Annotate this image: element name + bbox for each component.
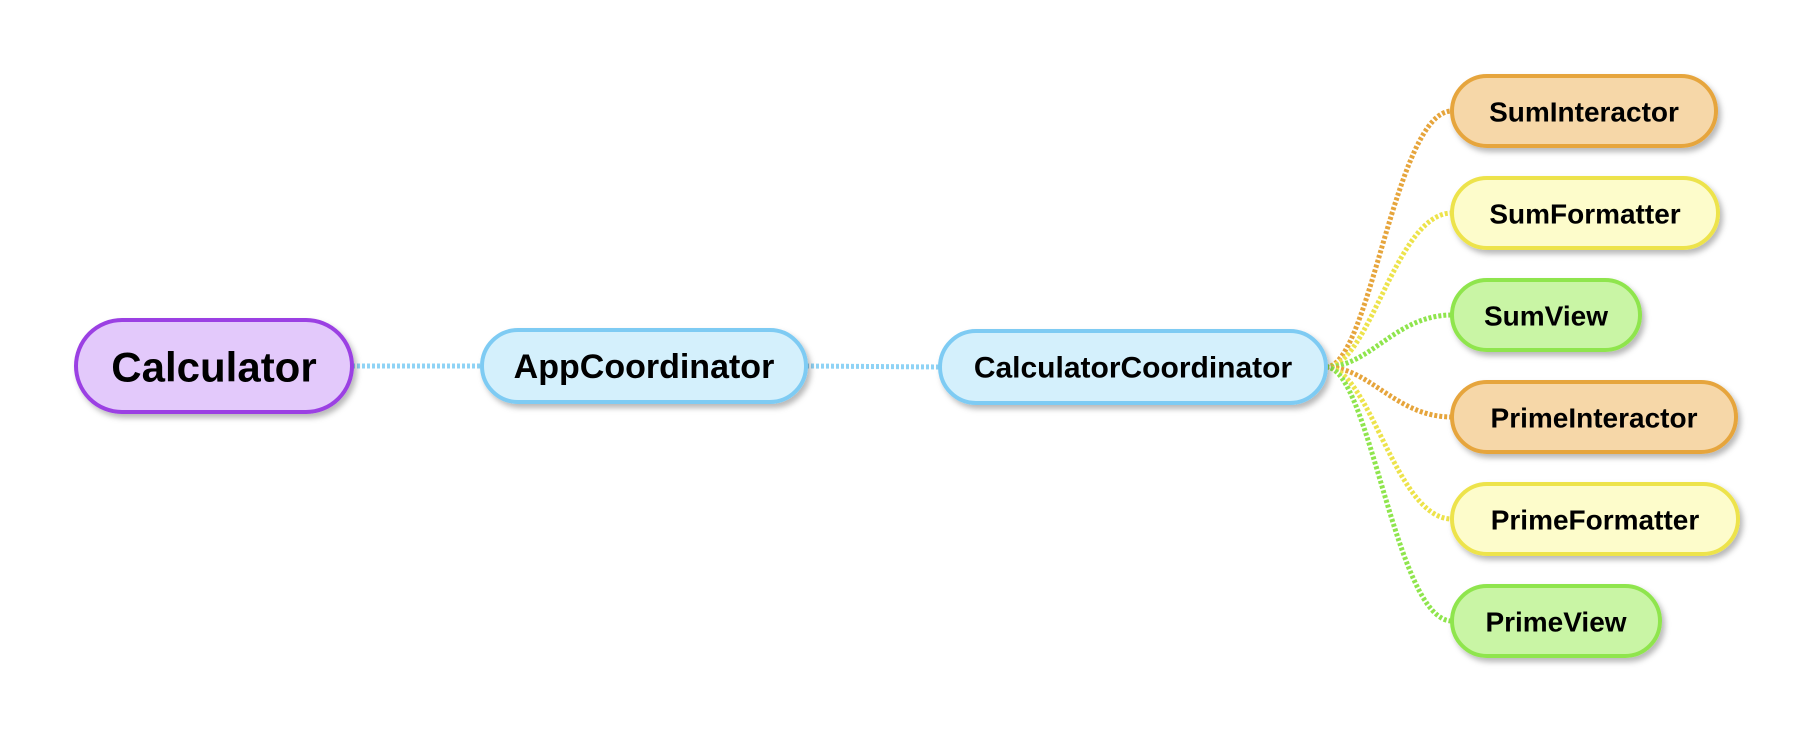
node-prime-formatter-shape xyxy=(1450,482,1740,556)
node-sum-view-label: SumView xyxy=(1484,301,1608,332)
node-calculator-coordinator[interactable]: CalculatorCoordinator xyxy=(938,329,1328,405)
edge-calculator-coordinator-to-sum-view xyxy=(1325,312,1453,370)
node-sum-view-shape xyxy=(1450,278,1642,352)
node-sum-interactor-shape xyxy=(1450,74,1718,148)
edge-calculator-coordinator-to-prime-formatter xyxy=(1325,364,1453,522)
node-sum-formatter-shape xyxy=(1450,176,1720,250)
node-app-coordinator-shape xyxy=(480,328,808,404)
edge-calculator-coordinator-to-sum-formatter xyxy=(1325,210,1453,370)
nodes: Calculator AppCoordinator CalculatorCoordi… xyxy=(74,74,1740,658)
node-sum-formatter[interactable]: SumFormatter xyxy=(1450,176,1720,250)
node-prime-view-label: PrimeView xyxy=(1485,607,1626,638)
node-prime-view[interactable]: PrimeView xyxy=(1450,584,1662,658)
node-app-coordinator[interactable]: AppCoordinator xyxy=(480,328,808,404)
node-sum-interactor[interactable]: SumInteractor xyxy=(1450,74,1718,148)
node-prime-view-shape xyxy=(1450,584,1662,658)
node-calculator-shape xyxy=(74,318,354,414)
node-prime-formatter-label: PrimeFormatter xyxy=(1491,505,1700,536)
node-prime-interactor-label: PrimeInteractor xyxy=(1491,403,1698,434)
connector-lines xyxy=(352,108,1453,624)
node-calculator-coordinator-label: CalculatorCoordinator xyxy=(974,352,1293,385)
edge-calculator-coordinator-to-sum-interactor xyxy=(1325,108,1453,370)
node-prime-interactor[interactable]: PrimeInteractor xyxy=(1450,380,1738,454)
node-calculator-label: Calculator xyxy=(111,344,316,391)
node-calculator-coordinator-shape xyxy=(938,329,1328,405)
node-calculator[interactable]: Calculator xyxy=(74,318,354,414)
node-sum-view[interactable]: SumView xyxy=(1450,278,1642,352)
edge-calculator-coordinator-to-prime-view xyxy=(1325,364,1453,624)
edge-app-coordinator-to-calculator-coordinator xyxy=(805,363,941,370)
node-prime-formatter[interactable]: PrimeFormatter xyxy=(1450,482,1740,556)
node-sum-formatter-label: SumFormatter xyxy=(1489,199,1680,230)
node-app-coordinator-label: AppCoordinator xyxy=(514,348,775,386)
node-prime-interactor-shape xyxy=(1450,380,1738,454)
node-sum-interactor-label: SumInteractor xyxy=(1489,97,1679,128)
